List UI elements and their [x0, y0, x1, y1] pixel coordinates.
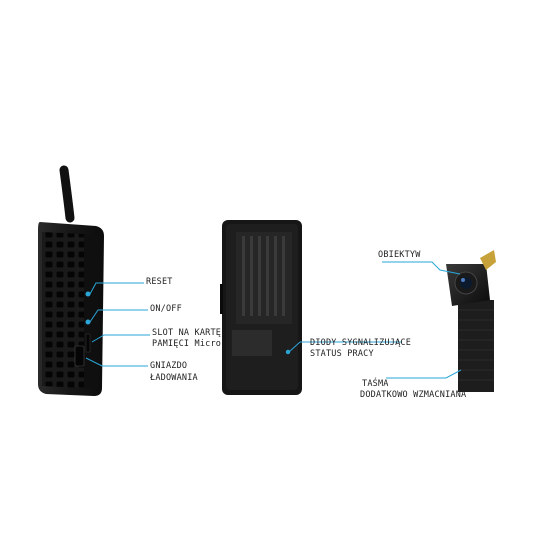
gniazdo-label-line1: GNIAZDO: [150, 361, 188, 371]
camera-lens-module: [446, 250, 496, 392]
onoff-button-dot: [85, 319, 91, 325]
leader-lines-right: [382, 261, 462, 379]
diody-label-line1: DIODY SYGNALIZUJĄCE: [310, 338, 412, 348]
slot-label-line2: PAMIĘCI Micro: [152, 339, 222, 349]
gniazdo-label-line2: ŁADOWANIA: [150, 373, 198, 383]
tasma-label-line1: TAŚMA: [362, 379, 389, 389]
status-led: [285, 349, 291, 355]
left-device-body: [38, 222, 104, 396]
slot-label-line1: SLOT NA KARTĘ: [152, 328, 222, 338]
charging-port: [74, 345, 85, 367]
obiektyw-label: OBIEKTYW: [378, 250, 421, 260]
diody-label-line2: STATUS PRACY: [310, 349, 374, 359]
leader-lines-left: [85, 282, 150, 367]
microsd-card-icon: [232, 330, 272, 356]
usb-cable: [59, 165, 75, 223]
onoff-label: ON/OFF: [150, 304, 182, 314]
reset-button-dot: [85, 291, 91, 297]
tasma-label-line2: DODATKOWO WZMACNIANA: [360, 390, 467, 400]
microsd-slot: [85, 333, 91, 353]
reset-label: RESET: [146, 277, 173, 287]
leader-line-middle: [288, 341, 402, 353]
middle-device: [220, 220, 302, 395]
